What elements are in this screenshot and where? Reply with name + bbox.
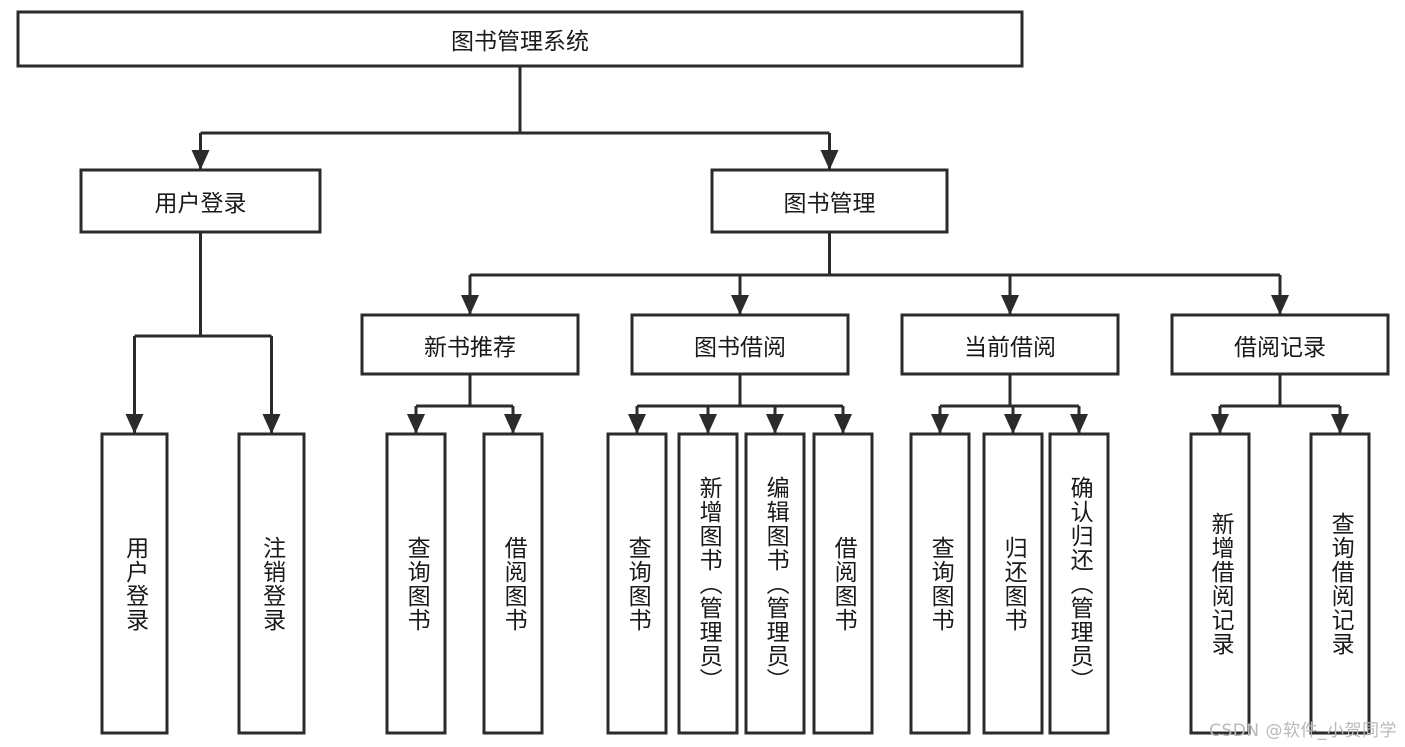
node-box-用户登录[interactable] — [79, 168, 322, 234]
arrow-head-book-mgmt-2 — [1001, 295, 1019, 315]
node-box-编辑图书管理员[interactable] — [744, 432, 806, 735]
arrow-head-borrow-3 — [834, 414, 852, 434]
node-box-借阅记录[interactable] — [1170, 313, 1390, 376]
arrow-head-book-mgmt-3 — [1271, 295, 1289, 315]
node-box-查询图书[interactable] — [385, 432, 447, 735]
node-box-新书推荐[interactable] — [360, 313, 580, 376]
node-box-新增借阅记录[interactable] — [1189, 432, 1251, 735]
watermark-text: CSDN @软件_小贺同学 — [1209, 721, 1397, 741]
arrow-head-current-2 — [1070, 414, 1088, 434]
node-box-借阅图书[interactable] — [482, 432, 544, 735]
arrow-head-login-0 — [125, 414, 144, 434]
arrow-head-borrow-1 — [699, 414, 717, 434]
arrow-head-newbook-0 — [407, 414, 425, 434]
arrow-head-root-1 — [820, 150, 839, 170]
node-box-图书管理系统[interactable] — [16, 10, 1024, 68]
arrow-head-current-1 — [1004, 414, 1022, 434]
node-box-图书借阅[interactable] — [630, 313, 850, 376]
arrow-head-book-mgmt-0 — [461, 295, 479, 315]
node-box-图书管理[interactable] — [710, 168, 949, 234]
arrow-head-borrow-0 — [628, 414, 646, 434]
arrow-head-record-1 — [1331, 414, 1349, 434]
node-box-查询图书[interactable] — [909, 432, 971, 735]
node-box-借阅图书[interactable] — [812, 432, 874, 735]
node-box-确认归还管理员[interactable] — [1048, 432, 1110, 735]
connectors-layer — [125, 66, 1349, 434]
boxes-layer — [16, 10, 1390, 735]
node-box-新增图书管理员[interactable] — [677, 432, 739, 735]
node-box-用户登录[interactable] — [100, 432, 169, 735]
arrow-head-login-1 — [262, 414, 281, 434]
node-box-查询借阅记录[interactable] — [1309, 432, 1371, 735]
node-box-查询图书[interactable] — [606, 432, 668, 735]
arrow-head-record-0 — [1211, 414, 1229, 434]
node-box-归还图书[interactable] — [982, 432, 1044, 735]
arrow-head-newbook-1 — [504, 414, 522, 434]
arrow-head-borrow-2 — [766, 414, 784, 434]
arrow-head-current-0 — [931, 414, 949, 434]
node-box-注销登录[interactable] — [237, 432, 306, 735]
arrow-head-root-0 — [191, 150, 210, 170]
node-box-当前借阅[interactable] — [900, 313, 1120, 376]
arrow-head-book-mgmt-1 — [731, 295, 749, 315]
